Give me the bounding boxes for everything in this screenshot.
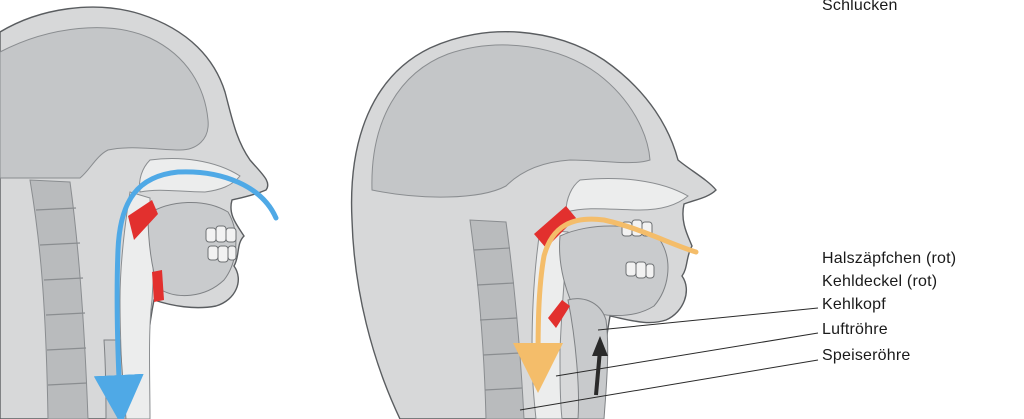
label-epiglottis: Kehldeckel (rot) bbox=[822, 273, 937, 291]
right-head-swallowing bbox=[352, 32, 716, 419]
left-head-breathing bbox=[0, 7, 276, 419]
label-trachea: Luftröhre bbox=[822, 321, 888, 339]
label-uvula: Halszäpfchen (rot) bbox=[822, 250, 956, 268]
label-larynx: Kehlkopf bbox=[822, 296, 886, 314]
label-esophagus: Speiseröhre bbox=[822, 347, 910, 365]
left-epiglottis-highlight bbox=[152, 270, 164, 302]
caption-label: Schlucken bbox=[822, 0, 898, 15]
